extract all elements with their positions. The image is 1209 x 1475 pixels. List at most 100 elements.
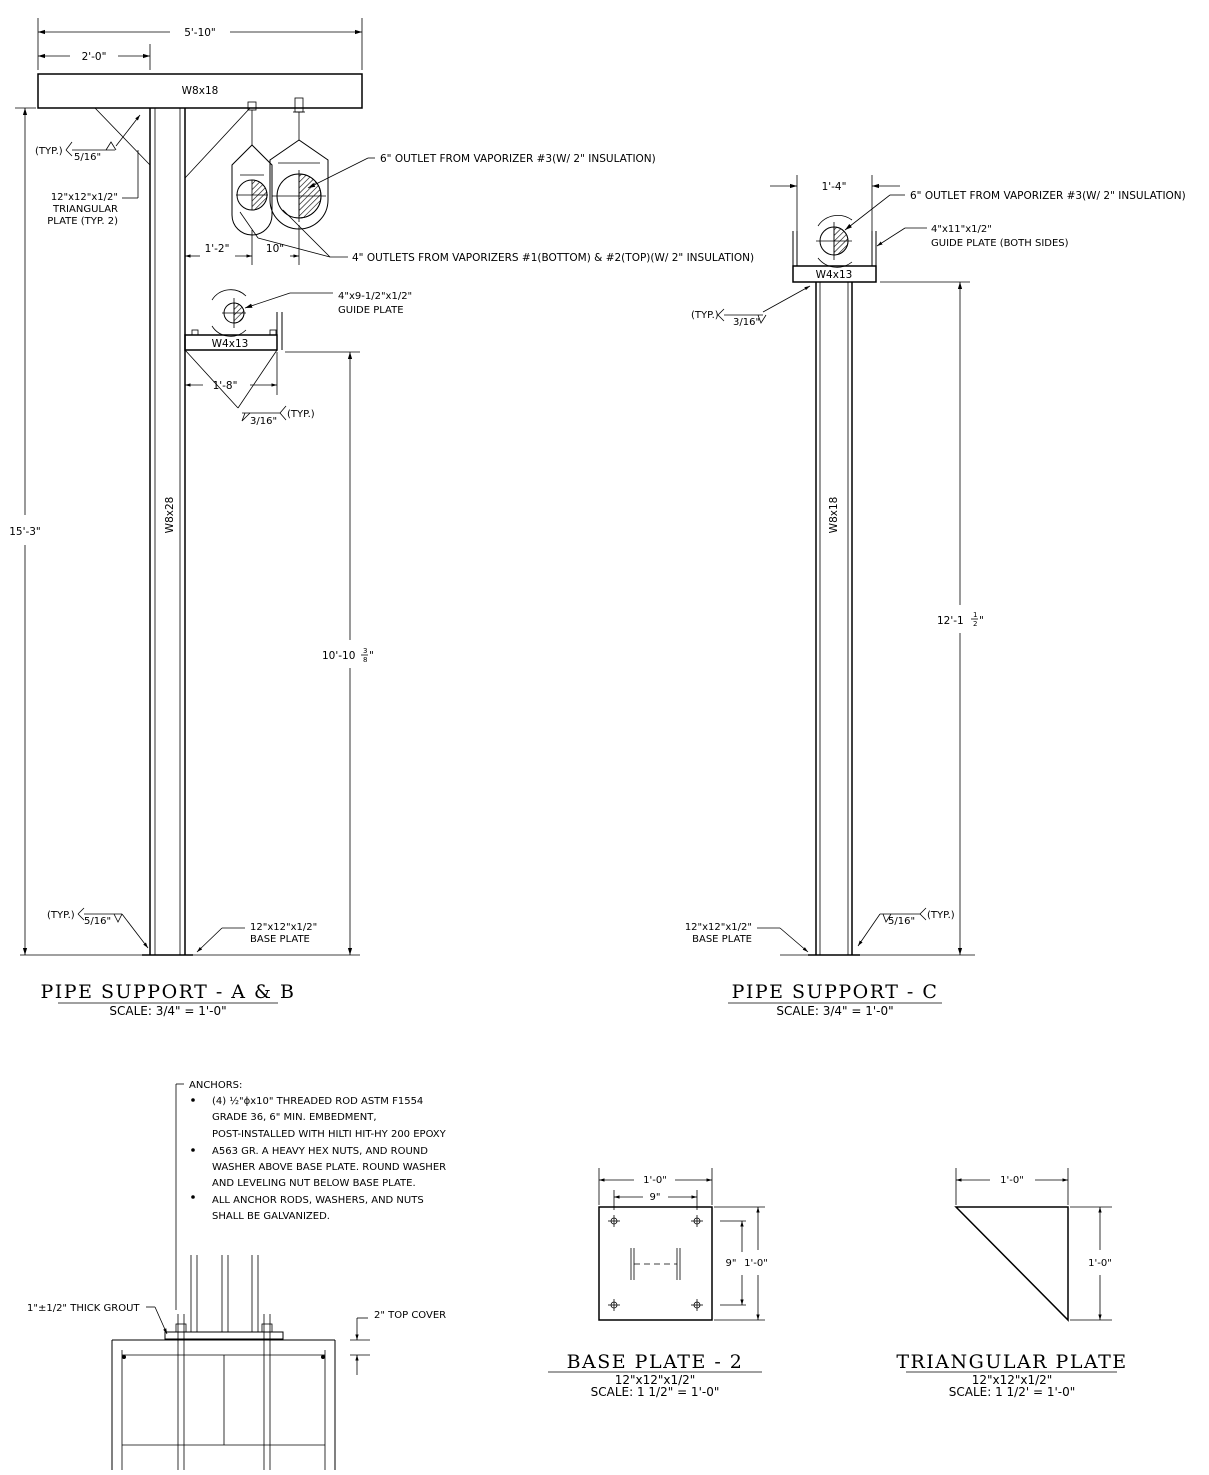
left-brace (94, 107, 151, 166)
svg-text:WASHER ABOVE BASE PLATE. ROUND: WASHER ABOVE BASE PLATE. ROUND WASHER (212, 1162, 446, 1173)
svg-text:(TYP.): (TYP.) (927, 910, 955, 921)
base-plate-callout-ab: 12"x12"x1/2" BASE PLATE (196, 922, 317, 953)
svg-text:1'-2": 1'-2" (205, 243, 230, 255)
dim-1-8: 1'-8" (185, 352, 278, 395)
guide-plate-callout: 4"x9-1/2"x1/2" GUIDE PLATE (244, 291, 412, 316)
svg-text:SHALL BE GALVANIZED.: SHALL BE GALVANIZED. (212, 1211, 330, 1222)
svg-text:4"x9-1/2"x1/2": 4"x9-1/2"x1/2" (338, 291, 412, 302)
svg-text:1'-0": 1'-0" (1088, 1258, 1112, 1269)
svg-text:GUIDE PLATE: GUIDE PLATE (338, 305, 404, 316)
svg-text:BASE PLATE: BASE PLATE (250, 934, 310, 945)
svg-text:12"x12"x1/2": 12"x12"x1/2" (972, 1373, 1053, 1387)
svg-text:A563 GR. A HEAVY HEX NUTS, AND: A563 GR. A HEAVY HEX NUTS, AND ROUND (212, 1146, 428, 1157)
w4x13-bracket: W4x13 (184, 312, 283, 409)
title-triangular-plate: TRIANGULAR PLATE (896, 1351, 1127, 1373)
column-w8x28 (149, 108, 186, 955)
beam-w8x18 (37, 73, 363, 109)
dim-2-0-label: 2'-0" (82, 51, 107, 63)
base-plate-outline (598, 1206, 713, 1321)
svg-text:10'-10: 10'-10 (322, 650, 355, 662)
dim-12-1-1-2: 12'-1 1 2 " (880, 281, 984, 955)
svg-text:1'-8": 1'-8" (213, 380, 238, 392)
svg-text:12"x12"x1/2": 12"x12"x1/2" (51, 192, 118, 203)
svg-text:(TYP.): (TYP.) (35, 146, 63, 157)
svg-text:(TYP.): (TYP.) (287, 409, 315, 420)
dim-5-10-label: 5'-10" (184, 27, 216, 39)
column-w8x18-c (815, 282, 853, 955)
svg-text:ALL ANCHOR RODS, WASHERS, AND: ALL ANCHOR RODS, WASHERS, AND NUTS (212, 1195, 424, 1206)
dim-1-4: 1'-4" (770, 175, 900, 235)
svg-text:GRADE 36, 6" MIN. EMBEDMENT,: GRADE 36, 6" MIN. EMBEDMENT, (212, 1112, 377, 1123)
right-brace (184, 107, 251, 179)
beam-label: W8x18 (182, 85, 219, 97)
title-pipe-support-c: PIPE SUPPORT - C (732, 981, 939, 1003)
lower-pipe-4in (211, 289, 247, 337)
svg-text:6" OUTLET FROM VAPORIZER #3(W/: 6" OUTLET FROM VAPORIZER #3(W/ 2" INSULA… (910, 190, 1186, 202)
svg-text:TRIANGULAR: TRIANGULAR (52, 204, 118, 215)
svg-text:1'-0": 1'-0" (643, 1175, 667, 1186)
scale-pipe-support-ab: SCALE: 3/4" = 1'-0" (109, 1004, 226, 1018)
svg-text:2: 2 (973, 620, 977, 628)
guide-plate-callout-c: 4"x11"x1/2" GUIDE PLATE (BOTH SIDES) (876, 224, 1069, 249)
svg-text:12"x12"x1/2": 12"x12"x1/2" (685, 922, 752, 933)
anchor-holes (608, 1215, 703, 1311)
dim-1-2-and-10: 1'-2" 10" (185, 225, 300, 265)
svg-text:4" OUTLETS FROM VAPORIZERS #1(: 4" OUTLETS FROM VAPORIZERS #1(BOTTOM) & … (352, 252, 754, 264)
svg-text:SCALE: 1 1/2' = 1'-0": SCALE: 1 1/2' = 1'-0" (949, 1385, 1076, 1399)
svg-text:9": 9" (726, 1258, 737, 1269)
svg-text:": " (979, 615, 984, 627)
title-base-plate: BASE PLATE - 2 (567, 1351, 744, 1373)
dim-left-offset: 2'-0" (38, 44, 151, 70)
weld-top-symbol: (TYP.) 5/16" (35, 114, 141, 163)
svg-text:1: 1 (973, 611, 977, 619)
svg-text:5/16": 5/16" (74, 152, 101, 163)
svg-text:1"±1/2" THICK GROUT: 1"±1/2" THICK GROUT (27, 1303, 140, 1314)
svg-text:AND LEVELING NUT BELOW BASE PL: AND LEVELING NUT BELOW BASE PLATE. (212, 1178, 416, 1189)
svg-text:(TYP.): (TYP.) (47, 910, 75, 921)
column-footprint (630, 1248, 681, 1280)
svg-text:(4) ½"ϕx10" THREADED ROD ASTM: (4) ½"ϕx10" THREADED ROD ASTM F1554 (212, 1095, 423, 1107)
svg-text:12'-1: 12'-1 (937, 615, 964, 627)
scale-pipe-support-c: SCALE: 3/4" = 1'-0" (776, 1004, 893, 1018)
pipe-6in-c (816, 215, 853, 268)
svg-text:3/16": 3/16" (250, 416, 277, 427)
svg-text:POST-INSTALLED WITH HILTI HIT-: POST-INSTALLED WITH HILTI HIT-HY 200 EPO… (212, 1129, 447, 1140)
svg-text:3/16": 3/16" (733, 317, 760, 328)
pipe-support-c: 1'-4" 6" OUTLET FROM VAPORIZER #3(W/ 2" … (685, 175, 1186, 1018)
callout-4in-outlets: 4" OUTLETS FROM VAPORIZERS #1(BOTTOM) & … (239, 209, 754, 264)
base-plate-detail: 1'-0" 9" 9" 1'-0" BASE PLATE - 2 (548, 1168, 768, 1399)
svg-text:W4x13: W4x13 (212, 338, 249, 350)
pipe-support-ab: 5'-10" 2'-0" W8x18 W8x28 (TYP.) 5/1 (9, 18, 754, 1018)
svg-text:5/16": 5/16" (888, 916, 915, 927)
svg-text:2" TOP COVER: 2" TOP COVER (374, 1310, 446, 1321)
callout-6in-outlet-c: 6" OUTLET FROM VAPORIZER #3(W/ 2" INSULA… (844, 190, 1186, 231)
dim-15-3: 15'-3" (9, 107, 41, 955)
svg-text:1'-0": 1'-0" (1000, 1175, 1024, 1186)
svg-text:6" OUTLET FROM VAPORIZER #3(W/: 6" OUTLET FROM VAPORIZER #3(W/ 2" INSULA… (380, 153, 656, 165)
svg-text:10": 10" (266, 243, 284, 255)
base-plate-callout-c: 12"x12"x1/2" BASE PLATE (685, 922, 809, 953)
weld-base-symbol: (TYP.) 5/16" (47, 907, 149, 949)
svg-text:SCALE: 1 1/2" = 1'-0": SCALE: 1 1/2" = 1'-0" (591, 1385, 720, 1399)
callout-6in-outlet: 6" OUTLET FROM VAPORIZER #3(W/ 2" INSULA… (307, 153, 656, 189)
svg-text:BASE PLATE: BASE PLATE (692, 934, 752, 945)
svg-text:8: 8 (363, 656, 367, 664)
weld-top-symbol-c: (TYP.) 3/16" (691, 285, 811, 328)
svg-text:PLATE (TYP. 2): PLATE (TYP. 2) (47, 216, 118, 227)
svg-text:12"x12"x1/2": 12"x12"x1/2" (615, 1373, 696, 1387)
svg-text:1'-0": 1'-0" (744, 1258, 768, 1269)
svg-text:ANCHORS:: ANCHORS: (189, 1080, 242, 1091)
svg-text:12"x12"x1/2": 12"x12"x1/2" (250, 922, 317, 933)
title-pipe-support-ab: PIPE SUPPORT - A & B (41, 981, 296, 1003)
svg-text:1'-4": 1'-4" (822, 181, 847, 193)
svg-text:3: 3 (363, 647, 367, 655)
svg-text:W4x13: W4x13 (816, 269, 853, 281)
anchor-detail: ANCHORS: (4) ½"ϕx10" THREADED ROD ASTM F… (27, 1080, 447, 1470)
w4x13-c: W4x13 (792, 231, 877, 283)
svg-text:9": 9" (650, 1192, 661, 1203)
dim-10-10-3-8: 10'-10 3 8 " (285, 351, 374, 955)
weld-base-symbol-c: 5/16" (TYP.) (857, 907, 955, 947)
weld-mid-symbol: 3/16" (TYP.) (241, 405, 315, 427)
svg-text:5/16": 5/16" (84, 916, 111, 927)
